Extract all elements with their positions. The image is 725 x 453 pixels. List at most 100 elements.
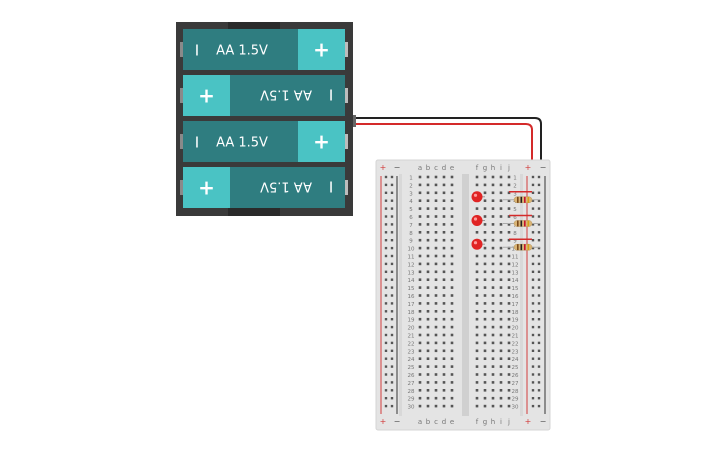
breadboard-hole[interactable] — [418, 341, 422, 345]
breadboard-hole[interactable] — [491, 404, 495, 408]
breadboard-hole[interactable] — [450, 341, 454, 345]
breadboard-hole[interactable] — [507, 262, 511, 266]
breadboard-hole[interactable] — [483, 191, 487, 195]
rail-hole[interactable] — [390, 341, 394, 345]
breadboard-hole[interactable] — [426, 286, 430, 289]
breadboard-hole[interactable] — [426, 349, 430, 353]
breadboard-hole[interactable] — [507, 215, 511, 218]
breadboard-hole[interactable] — [450, 333, 454, 337]
rail-hole[interactable] — [537, 404, 541, 408]
breadboard-hole[interactable] — [434, 294, 438, 297]
breadboard-hole[interactable] — [499, 231, 503, 234]
breadboard-hole[interactable] — [442, 310, 446, 313]
rail-hole[interactable] — [537, 270, 541, 273]
breadboard-hole[interactable] — [483, 254, 487, 258]
rail-hole[interactable] — [531, 215, 535, 218]
breadboard-hole[interactable] — [475, 373, 479, 376]
breadboard-hole[interactable] — [499, 317, 503, 321]
breadboard-hole[interactable] — [450, 191, 454, 195]
breadboard-hole[interactable] — [450, 302, 454, 305]
rail-hole[interactable] — [390, 207, 394, 210]
rail-hole[interactable] — [384, 404, 388, 408]
breadboard-hole[interactable] — [442, 325, 446, 329]
breadboard-hole[interactable] — [491, 262, 495, 266]
breadboard[interactable]: +−+−+−+−abcdefghijabcdefghij112233445566… — [375, 159, 551, 431]
breadboard-hole[interactable] — [491, 270, 495, 274]
breadboard-hole[interactable] — [426, 270, 430, 274]
breadboard-hole[interactable] — [418, 349, 422, 353]
breadboard-hole[interactable] — [499, 349, 503, 353]
breadboard-hole[interactable] — [499, 404, 503, 408]
breadboard-hole[interactable] — [434, 357, 438, 360]
breadboard-hole[interactable] — [434, 381, 438, 384]
breadboard-hole[interactable] — [499, 183, 503, 187]
breadboard-hole[interactable] — [483, 207, 487, 210]
rail-hole[interactable] — [390, 325, 394, 329]
breadboard-hole[interactable] — [507, 286, 511, 289]
breadboard-hole[interactable] — [442, 238, 446, 242]
breadboard-hole[interactable] — [434, 183, 438, 187]
breadboard-hole[interactable] — [499, 310, 503, 313]
breadboard-hole[interactable] — [434, 373, 438, 376]
breadboard-hole[interactable] — [507, 341, 511, 345]
breadboard-hole[interactable] — [426, 389, 430, 392]
breadboard-hole[interactable] — [426, 175, 430, 179]
breadboard-hole[interactable] — [507, 183, 511, 187]
breadboard-hole[interactable] — [434, 199, 438, 202]
breadboard-hole[interactable] — [499, 270, 503, 274]
breadboard-hole[interactable] — [499, 325, 503, 329]
rail-hole[interactable] — [531, 239, 535, 242]
rail-hole[interactable] — [390, 254, 394, 258]
breadboard-hole[interactable] — [507, 278, 511, 281]
breadboard-hole[interactable] — [491, 175, 495, 179]
breadboard-hole[interactable] — [475, 333, 479, 337]
breadboard-hole[interactable] — [442, 404, 446, 408]
rail-hole[interactable] — [537, 175, 541, 179]
rail-hole[interactable] — [531, 294, 535, 297]
breadboard-hole[interactable] — [491, 389, 495, 392]
breadboard-hole[interactable] — [491, 191, 495, 195]
battery-cell[interactable]: +IAA 1.5V — [180, 167, 348, 208]
rail-hole[interactable] — [384, 397, 388, 400]
breadboard-hole[interactable] — [450, 365, 454, 368]
breadboard-hole[interactable] — [483, 231, 487, 234]
breadboard-hole[interactable] — [426, 246, 430, 250]
breadboard-hole[interactable] — [483, 175, 487, 179]
breadboard-hole[interactable] — [491, 317, 495, 321]
breadboard-hole[interactable] — [483, 349, 487, 353]
breadboard-hole[interactable] — [491, 310, 495, 313]
rail-hole[interactable] — [537, 381, 541, 384]
breadboard-hole[interactable] — [507, 333, 511, 337]
breadboard-hole[interactable] — [507, 381, 511, 384]
rail-hole[interactable] — [531, 381, 535, 384]
rail-hole[interactable] — [384, 325, 388, 329]
rail-hole[interactable] — [390, 373, 394, 376]
breadboard-hole[interactable] — [442, 357, 446, 360]
breadboard-hole[interactable] — [434, 365, 438, 368]
breadboard-hole[interactable] — [491, 349, 495, 353]
rail-hole[interactable] — [537, 318, 541, 321]
breadboard-hole[interactable] — [491, 254, 495, 258]
breadboard-hole[interactable] — [507, 246, 511, 250]
breadboard-hole[interactable] — [450, 262, 454, 266]
breadboard-hole[interactable] — [426, 294, 430, 297]
breadboard-hole[interactable] — [426, 396, 430, 400]
rail-hole[interactable] — [537, 302, 541, 305]
breadboard-hole[interactable] — [418, 373, 422, 376]
rail-hole[interactable] — [384, 246, 388, 250]
rail-hole[interactable] — [384, 239, 388, 242]
breadboard-hole[interactable] — [491, 341, 495, 345]
breadboard-hole[interactable] — [418, 294, 422, 297]
rail-hole[interactable] — [390, 349, 394, 352]
rail-hole[interactable] — [531, 389, 535, 392]
rail-hole[interactable] — [390, 286, 394, 289]
rail-hole[interactable] — [390, 223, 394, 226]
rail-hole[interactable] — [531, 231, 535, 234]
rail-hole[interactable] — [390, 191, 394, 194]
breadboard-hole[interactable] — [475, 183, 479, 187]
breadboard-hole[interactable] — [434, 317, 438, 321]
rail-hole[interactable] — [537, 333, 541, 337]
rail-hole[interactable] — [531, 302, 535, 305]
breadboard-hole[interactable] — [491, 286, 495, 289]
